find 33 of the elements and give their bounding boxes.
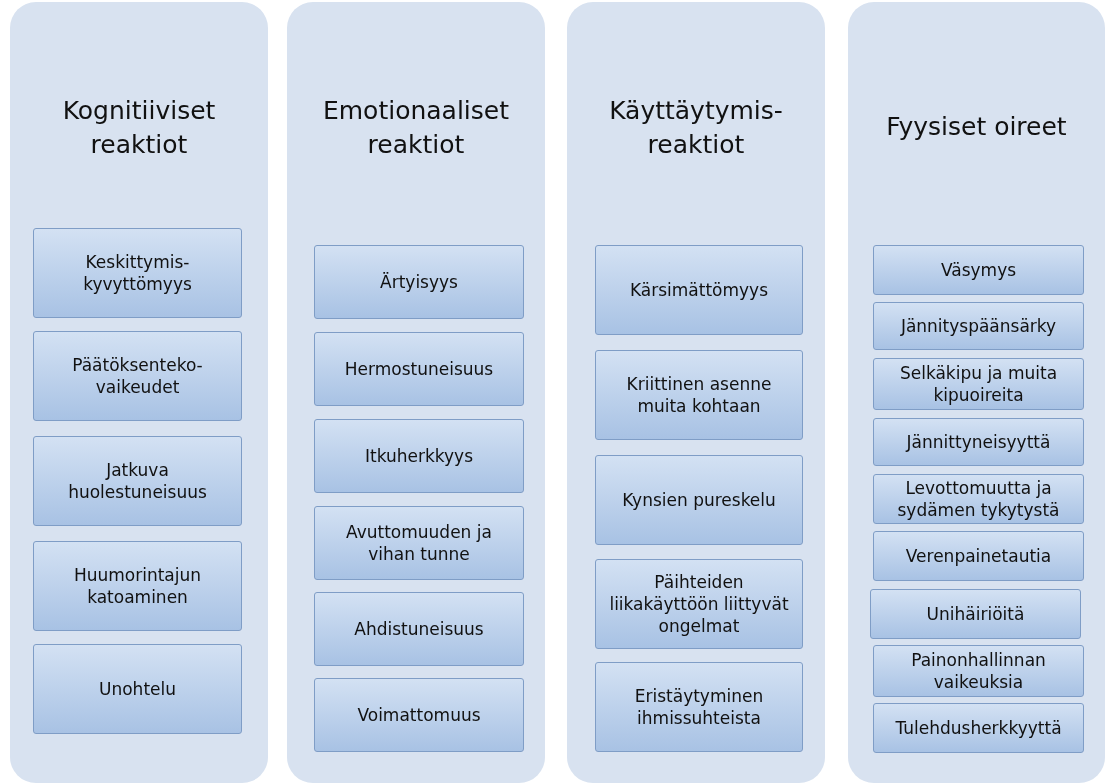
column-panel [848, 2, 1105, 783]
symptom-box: Kriittinen asenne muita kohtaan [595, 350, 803, 440]
symptom-box: Unohtelu [33, 644, 242, 734]
symptom-box: Levottomuutta ja sydämen tykytystä [873, 474, 1084, 524]
symptom-box: Ahdistuneisuus [314, 592, 524, 666]
symptom-box: Avuttomuuden ja vihan tunne [314, 506, 524, 580]
symptom-box: Painonhallinnan vaikeuksia [873, 645, 1084, 697]
symptom-box: Kärsimättömyys [595, 245, 803, 335]
symptom-box: Huumorintajun katoaminen [33, 541, 242, 631]
symptom-box: Itkuherkkyys [314, 419, 524, 493]
symptom-box: Jatkuva huolestuneisuus [33, 436, 242, 526]
symptom-box: Verenpainetautia [873, 531, 1084, 581]
column-panel [10, 2, 268, 783]
column-panel [287, 2, 545, 783]
symptom-box: Väsymys [873, 245, 1084, 295]
symptom-box: Unihäiriöitä [870, 589, 1081, 639]
symptom-box: Ärtyisyys [314, 245, 524, 319]
symptom-box: Päätöksenteko-vaikeudet [33, 331, 242, 421]
symptom-box: Jännityspäänsärky [873, 302, 1084, 350]
symptom-box: Keskittymis-kyvyttömyys [33, 228, 242, 318]
column-heading: Fyysiset oireet [885, 111, 1068, 143]
column-panel [567, 2, 825, 783]
column-heading: Kognitiiviset reaktiot [61, 95, 217, 161]
column-heading: Emotionaaliset reaktiot [321, 95, 511, 161]
symptom-box: Kynsien pureskelu [595, 455, 803, 545]
symptom-box: Selkäkipu ja muita kipuoireita [873, 358, 1084, 410]
symptom-box: Jännittyneisyyttä [873, 418, 1084, 466]
symptom-box: Hermostuneisuus [314, 332, 524, 406]
symptom-box: Eristäytyminen ihmissuhteista [595, 662, 803, 752]
symptom-box: Tulehdusherkkyyttä [873, 703, 1084, 753]
symptom-box: Päihteiden liikakäyttöön liittyvät ongelmat [595, 559, 803, 649]
symptom-box: Voimattomuus [314, 678, 524, 752]
column-heading: Käyttäytymis-reaktiot [608, 95, 784, 161]
